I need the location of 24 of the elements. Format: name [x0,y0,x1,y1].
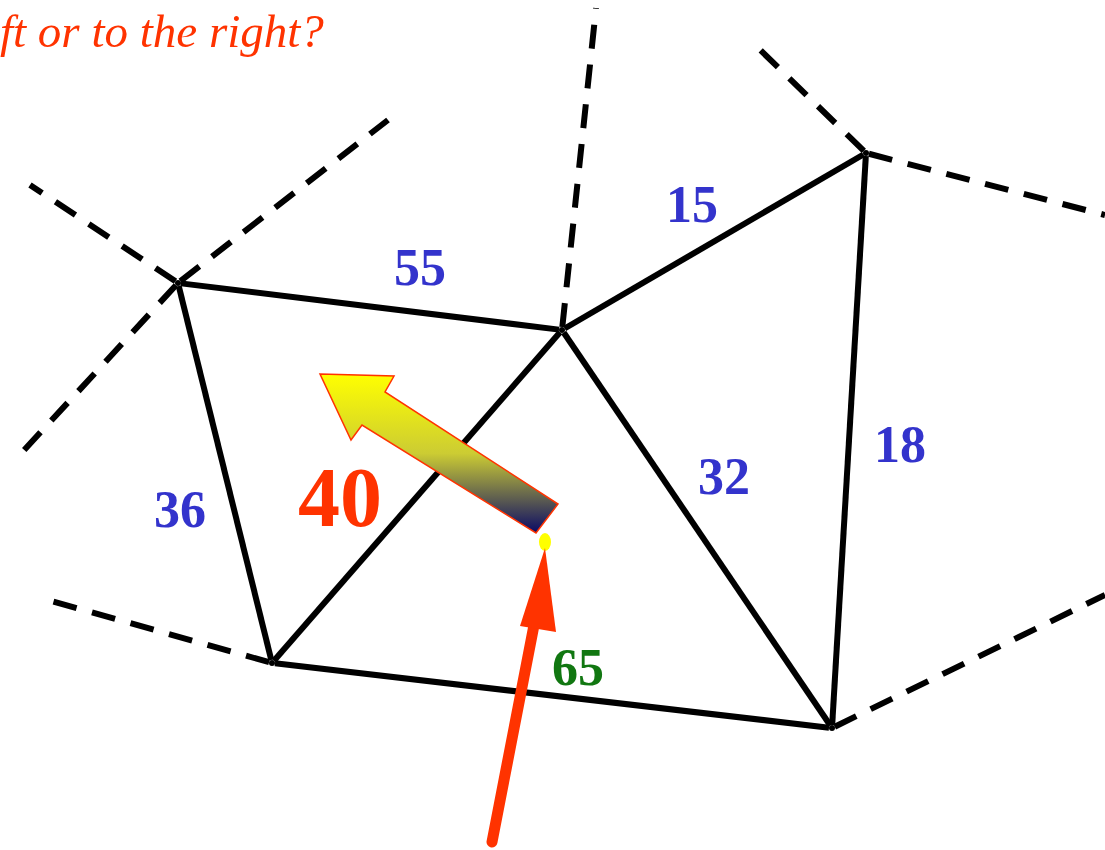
dashed-line [833,592,1105,730]
title: ft or to the right? [0,4,324,59]
graph-edge [274,660,830,731]
graph-vertex [175,280,181,286]
graph-edge [829,155,869,726]
edge-label: 18 [874,419,926,471]
dashed-line [559,7,599,328]
graph-edge [175,285,275,661]
graph-vertex [829,725,835,731]
graph-vertex [863,150,869,156]
edge-label: 40 [298,456,382,540]
edge-label: 65 [552,642,604,694]
dashed-line [178,117,390,284]
graph-edge [563,151,865,332]
graph-edge [271,330,563,663]
graph-edge [180,280,560,333]
edge-label: 36 [154,484,206,536]
graph-vertex [269,660,275,666]
graph-vertex [559,327,565,333]
edge-label: 15 [666,179,718,231]
dashed-line [28,182,178,284]
edge-label: 32 [698,451,750,503]
dashed-line [868,150,1105,218]
edge-label: 55 [394,242,446,294]
